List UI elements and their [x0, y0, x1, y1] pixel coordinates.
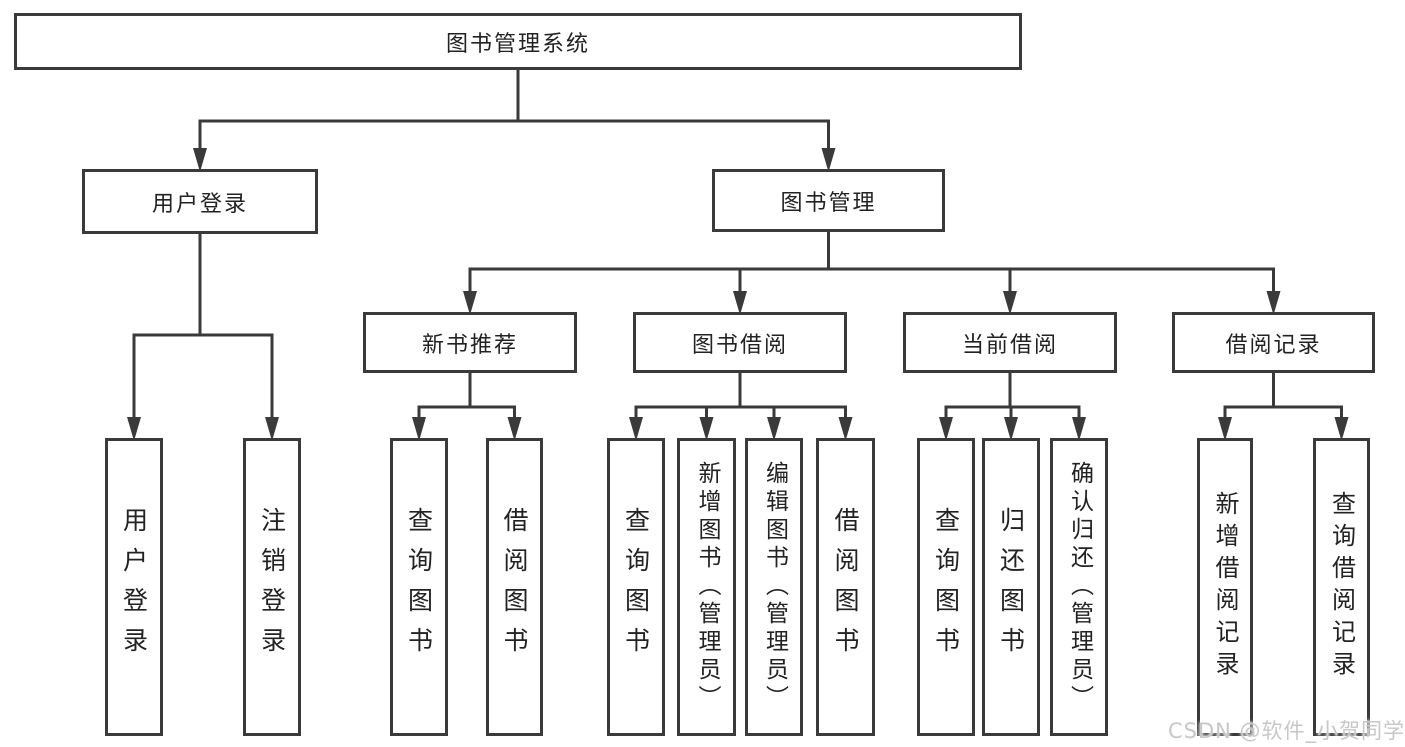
node-label: 图书管理 [780, 190, 877, 216]
node-label: 借阅记录 [1225, 332, 1322, 358]
node-library-system: 图书管理系统 [14, 13, 1022, 70]
leaf-label: 查询图书 [621, 507, 651, 667]
leaf-label: 借阅图书 [500, 507, 529, 667]
leaf-label: 查询借阅记录 [1327, 491, 1356, 683]
leaf-label: 编辑图书（管理员） [761, 461, 788, 713]
leaf-label: 查询图书 [404, 507, 434, 667]
leaf-label: 注销登录 [257, 507, 287, 667]
leaf-label: 新增图书（管理员） [694, 461, 720, 713]
leaf-label: 确认归还（管理员） [1066, 461, 1093, 713]
leaf-query-borrowing-record: 查询借阅记录 [1313, 438, 1370, 736]
node-label: 图书管理系统 [445, 31, 590, 57]
leaf-confirm-return-admin: 确认归还（管理员） [1050, 438, 1108, 736]
leaf-label: 借阅图书 [831, 507, 860, 667]
node-label: 用户登录 [151, 191, 248, 217]
leaf-edit-book-admin: 编辑图书（管理员） [745, 438, 803, 736]
leaf-add-book-admin: 新增图书（管理员） [677, 438, 736, 736]
node-label: 新书推荐 [421, 332, 518, 358]
leaf-query-books-2: 查询图书 [607, 438, 665, 736]
leaf-label: 用户登录 [119, 507, 149, 667]
node-user-login: 用户登录 [82, 169, 318, 234]
node-borrowing-records: 借阅记录 [1172, 312, 1375, 373]
node-book-management: 图书管理 [712, 169, 945, 232]
leaf-return-books: 归还图书 [982, 438, 1040, 736]
csdn-watermark: CSDN @软件_小贺同学 [1168, 719, 1405, 743]
node-book-borrowing: 图书借阅 [633, 312, 847, 373]
node-current-borrowing: 当前借阅 [903, 312, 1117, 373]
leaf-label: 新增借阅记录 [1211, 491, 1239, 683]
leaf-label: 归还图书 [996, 507, 1026, 667]
leaf-label: 查询图书 [931, 507, 961, 667]
leaf-borrow-books: 借阅图书 [486, 438, 543, 736]
leaf-borrow-books-2: 借阅图书 [816, 438, 875, 736]
node-label: 图书借阅 [691, 332, 788, 358]
leaf-query-books-3: 查询图书 [917, 438, 975, 736]
leaf-user-login: 用户登录 [105, 438, 163, 736]
leaf-logout-login: 注销登录 [243, 438, 301, 736]
leaf-query-books: 查询图书 [390, 438, 448, 736]
node-label: 当前借阅 [961, 332, 1058, 358]
leaf-add-borrowing-record: 新增借阅记录 [1197, 438, 1253, 736]
node-new-book-recommendation: 新书推荐 [363, 312, 577, 373]
